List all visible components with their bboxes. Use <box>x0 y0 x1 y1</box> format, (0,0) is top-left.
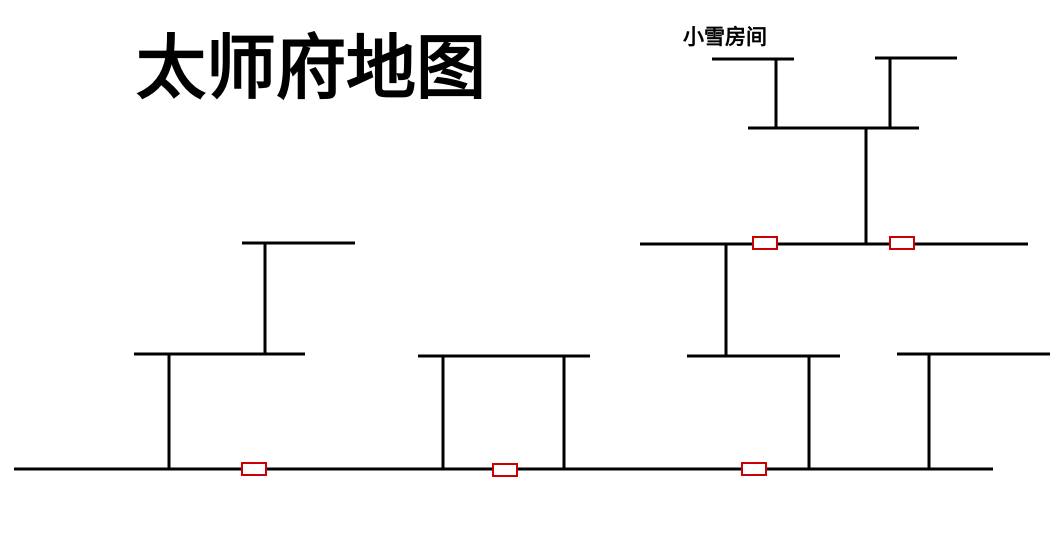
door-marker-2 <box>492 463 518 477</box>
room-label-xiaoxue: 小雪房间 <box>683 25 767 49</box>
door-marker-5 <box>889 236 915 250</box>
door-marker-1 <box>241 462 267 476</box>
map-title: 太师府地图 <box>136 27 486 109</box>
corridor-lines <box>14 56 1050 471</box>
door-marker-4 <box>752 236 778 250</box>
door-markers <box>241 236 915 477</box>
door-marker-3 <box>741 462 767 476</box>
